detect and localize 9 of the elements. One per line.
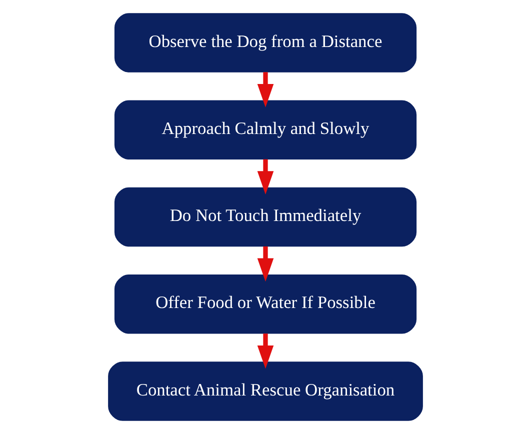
arrow <box>257 333 274 368</box>
arrow <box>257 158 274 194</box>
node-box: Do Not Touch Immediately <box>114 186 417 246</box>
arrow <box>257 72 274 107</box>
node-box: Offer Food or Water If Possible <box>114 274 417 334</box>
arrow <box>257 246 274 282</box>
node-box: Observe the Dog from a Distance <box>114 12 417 72</box>
node-box: Contact Animal Rescue Organisation <box>108 361 423 420</box>
node-box: Approach Calmly and Slowly <box>114 100 417 159</box>
